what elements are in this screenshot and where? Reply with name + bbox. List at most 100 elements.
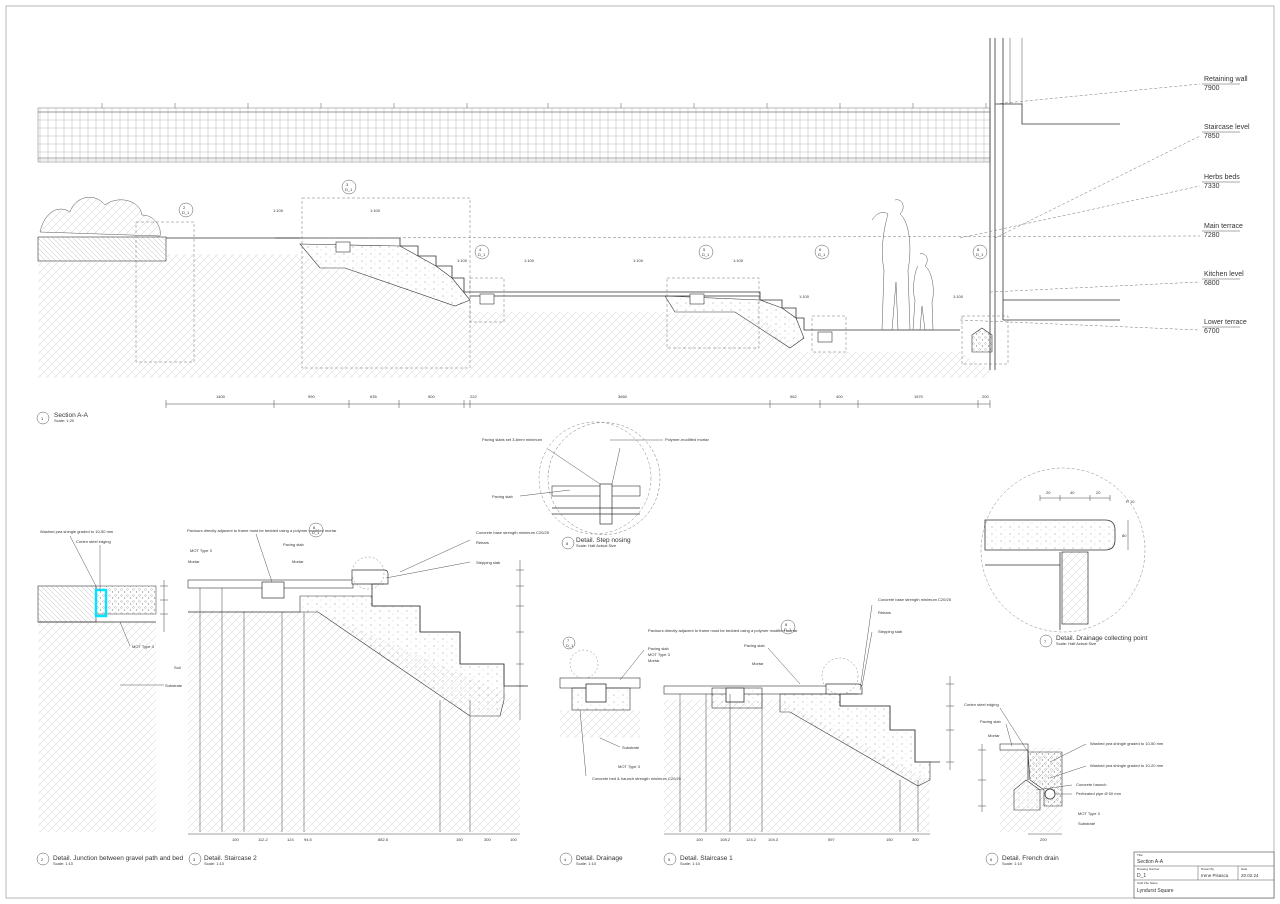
slope-label: 1:100 xyxy=(953,294,964,299)
d8-dim: 40 xyxy=(1070,490,1075,495)
title-block-label: Drawn By xyxy=(1201,867,1215,871)
detail-number: 3 xyxy=(193,857,196,862)
building-wall xyxy=(989,38,1120,370)
level-value: 7330 xyxy=(1204,183,1220,190)
detail-number-circle xyxy=(985,852,999,866)
note: MOT Type 3 xyxy=(1078,811,1101,816)
d5-dim: 300 xyxy=(912,837,919,842)
svg-text:D_1: D_1 xyxy=(566,643,574,648)
note: Washed pea shingle graded to 10-50 mm xyxy=(1090,741,1164,746)
note: Paviours directly adjacent to frame must… xyxy=(187,528,337,533)
note: Concrete base strength minimum C20/25 xyxy=(476,530,550,535)
french-drain xyxy=(971,327,993,353)
sheet-border xyxy=(5,5,1275,899)
detail-scale: Scale: 1:10 xyxy=(680,861,701,866)
note: Soil xyxy=(174,665,181,670)
note: Mortar xyxy=(752,661,764,666)
detail-number: 8 xyxy=(566,541,569,546)
slope-label: 1:100 xyxy=(370,208,381,213)
svg-text:2: 2 xyxy=(183,205,186,210)
note: Rebars xyxy=(878,610,891,615)
d3-dim: 300 xyxy=(484,837,491,842)
note: MOT Type 3 xyxy=(618,764,641,769)
note: Corten steel edging xyxy=(76,539,111,544)
detail-title: Detail. Drainage xyxy=(576,855,623,862)
section-dim: 990 xyxy=(308,394,315,399)
d5-dim: 597 xyxy=(828,837,835,842)
note: Paving slab xyxy=(744,643,765,648)
level-value: 6700 xyxy=(1204,328,1220,335)
note: Concrete haunch xyxy=(1076,782,1106,787)
note: Corten steel edging xyxy=(964,702,999,707)
detail-number-circle xyxy=(559,852,573,866)
slope-label: 1:100 xyxy=(273,208,284,213)
section-dim: 635 xyxy=(370,394,377,399)
d3-dim: 124 xyxy=(287,837,294,842)
title-block: Title Section A-A Drawing Number D_1 Dra… xyxy=(1133,851,1275,899)
drawn-by: Irene Pisasca xyxy=(1201,873,1229,878)
level-value: 6800 xyxy=(1204,280,1220,287)
svg-text:D_1: D_1 xyxy=(312,530,320,535)
section-dim: 200 xyxy=(982,394,989,399)
gravel-path xyxy=(37,236,167,262)
level-value: 7280 xyxy=(1204,232,1220,239)
note: Concrete base strength minimum C20/25 xyxy=(878,597,952,602)
detail-number: 4 xyxy=(564,857,567,862)
slope-label: 1:100 xyxy=(633,258,644,263)
d5-dim: 100 xyxy=(696,837,703,842)
detail-scale: Scale: 1:10 xyxy=(204,861,225,866)
section-a-a: 2D_1 3D_1 4D_1 5D_1 6D_1 8D_1 1:100 1:10… xyxy=(36,38,1201,425)
detail-title: Detail. Staircase 2 xyxy=(204,855,257,862)
svg-text:7: 7 xyxy=(567,638,570,643)
note: Paving slab xyxy=(492,494,513,499)
trellis-fence xyxy=(37,107,991,163)
drain-box-3 xyxy=(689,293,705,305)
detail-scale: Scale: Half Actual Size xyxy=(576,543,617,548)
section-dim: 1570 xyxy=(914,394,924,399)
note: Mortar xyxy=(188,559,200,564)
level-value: 7850 xyxy=(1204,133,1220,140)
detail-scale: Scale: 1:10 xyxy=(576,861,597,866)
note: Paving slab xyxy=(283,542,304,547)
level-name: Lower terrace xyxy=(1204,319,1247,326)
svg-text:D_1: D_1 xyxy=(818,252,826,257)
note: Rebars xyxy=(476,540,489,545)
detail-7-drainage-collecting-point: Paving slabs set 3-6mm minimum Polymer-m… xyxy=(482,421,709,550)
level-leaders xyxy=(302,83,1201,331)
svg-text:D_1: D_1 xyxy=(182,210,190,215)
title-block-label: Title xyxy=(1137,853,1143,857)
detail-6-french-drain: 200 Corten steel edging Paving slab Mort… xyxy=(964,702,1164,866)
level-labels: Retaining wall 7900 Staircase level 7850… xyxy=(1202,76,1250,335)
note: MOT Type 3 xyxy=(648,652,671,657)
detail-2-junction: Washed pea shingle graded to 10-50 mm Co… xyxy=(36,529,183,866)
note: MOT Type 3 xyxy=(190,548,213,553)
note: Mortar xyxy=(988,733,1000,738)
section-dim: 900 xyxy=(428,394,435,399)
d3-dim: 94.5 xyxy=(304,837,313,842)
svg-text:D_1: D_1 xyxy=(345,187,353,192)
note: Paving slab xyxy=(648,646,669,651)
level-name: Main terrace xyxy=(1204,223,1243,230)
d8-dim: 20 xyxy=(1096,490,1101,495)
note: Stepping slab xyxy=(878,629,903,634)
section-dim: 562 xyxy=(790,394,797,399)
project-name: Lyndurst Square xyxy=(1137,888,1174,894)
fence-posts xyxy=(101,103,987,108)
note: Washed pea shingle graded to 10-20 mm xyxy=(1090,763,1164,768)
d5-dim: 150 xyxy=(886,837,893,842)
note: Perforated pipe Ø 50 mm xyxy=(1076,791,1122,796)
svg-text:8: 8 xyxy=(785,622,788,627)
drain-box-1 xyxy=(335,241,351,253)
section-dimension-line xyxy=(165,400,991,408)
drawing-date: 20.02.24 xyxy=(1241,873,1259,878)
note: Paving slab xyxy=(980,719,1001,724)
detail-scale: Scale: 1:10 xyxy=(53,861,74,866)
detail-number: 7 xyxy=(1044,639,1047,644)
note: Stepping slab xyxy=(476,560,501,565)
detail-number-circle xyxy=(663,852,677,866)
detail-number: 2 xyxy=(41,857,44,862)
section-dim: 1400 xyxy=(216,394,226,399)
drain-box-4 xyxy=(817,331,833,343)
level-name: Kitchen level xyxy=(1204,271,1244,278)
